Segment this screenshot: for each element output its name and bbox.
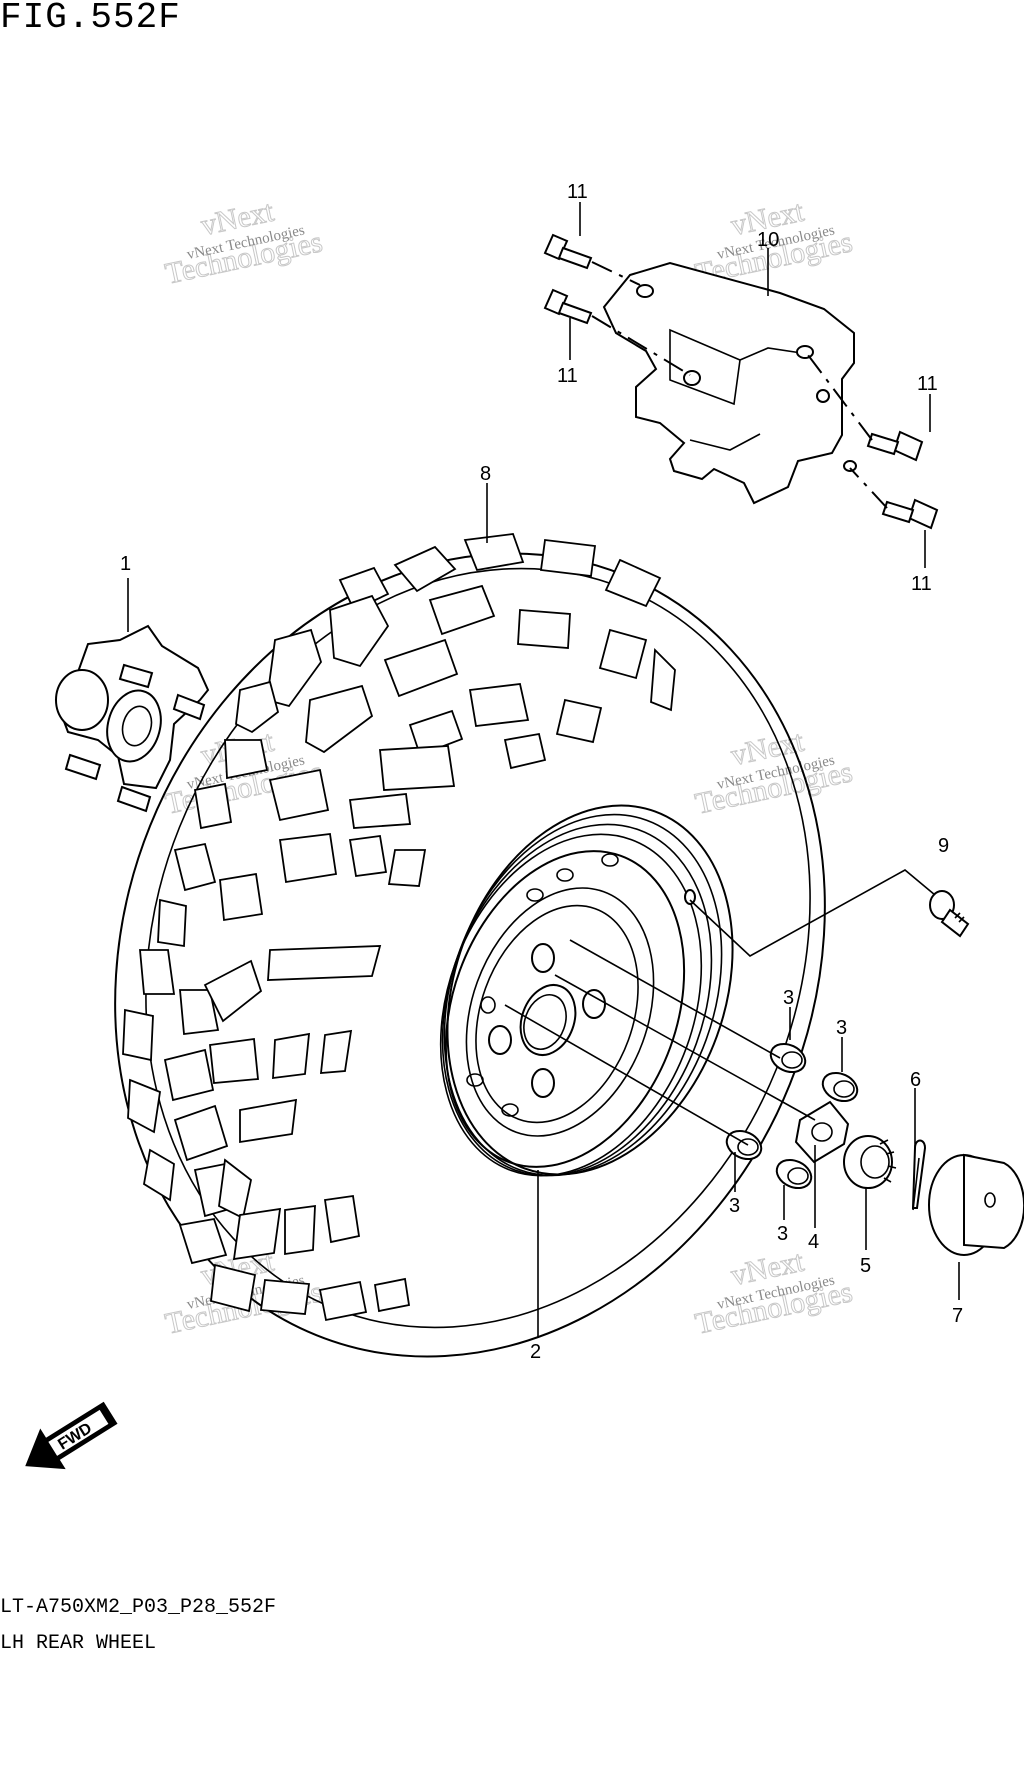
callout-7: 7 (952, 1305, 963, 1327)
valve-stem-part-9 (929, 890, 970, 938)
callout-1: 1 (120, 553, 131, 575)
callout-10: 10 (757, 229, 779, 251)
tire-tread-blocks (122, 533, 676, 1322)
callout-9: 9 (938, 835, 949, 857)
bolt-part-11-right-lower (881, 498, 939, 530)
callout-11b: 11 (557, 365, 578, 387)
bolt-part-11-mid (543, 288, 593, 325)
leader-lines (127, 202, 960, 1338)
callout-6: 6 (910, 1069, 921, 1091)
bracket-part-10 (602, 261, 857, 505)
hub-cap-part-7 (928, 1153, 1024, 1256)
cotter-pin-part-6 (911, 1139, 927, 1211)
callout-3b: 3 (836, 1017, 847, 1039)
bolt-part-11-right-upper (866, 430, 924, 462)
rim-part-2 (439, 804, 734, 1177)
callout-2: 2 (530, 1341, 541, 1363)
callout-11d: 11 (911, 573, 932, 595)
fwd-direction-arrow-icon: FWD (25, 1401, 118, 1470)
figure-code: LT-A750XM2_P03_P28_552F (0, 1596, 277, 1619)
callout-3d: 3 (777, 1223, 788, 1245)
callout-8: 8 (480, 463, 491, 485)
figure-caption: LH REAR WHEEL (0, 1632, 157, 1655)
lug-nut-part-3-b (821, 1071, 859, 1103)
watermark-top-left: vNext Technologies vNext Technologies (162, 194, 326, 291)
callout-labels: 1 2 3 3 3 3 4 5 6 7 8 9 10 11 11 11 11 (120, 181, 963, 1363)
lock-washer-part-4 (794, 1100, 850, 1164)
bolt-part-11-top (543, 233, 593, 270)
lug-nut-part-3-a (769, 1042, 807, 1074)
callout-3a: 3 (783, 987, 794, 1009)
callout-5: 5 (860, 1255, 871, 1277)
figure-title: FIG.552F (0, 0, 181, 38)
wheel-hub-part-1 (54, 624, 210, 813)
callout-4: 4 (808, 1231, 819, 1253)
castle-nut-part-5 (843, 1135, 897, 1189)
hub-studs (64, 663, 206, 813)
watermark-top-right: vNext Technologies vNext Technologies (692, 194, 856, 291)
tire-part-8 (114, 533, 826, 1358)
callout-3c: 3 (729, 1195, 740, 1217)
watermark-bottom-right: vNext Technologies vNext Technologies (692, 1244, 856, 1341)
lug-nut-part-3-d (775, 1158, 813, 1190)
callout-11c: 11 (917, 373, 938, 395)
watermark-mid-right: vNext Technologies vNext Technologies (692, 724, 856, 821)
callout-11a: 11 (567, 181, 588, 203)
